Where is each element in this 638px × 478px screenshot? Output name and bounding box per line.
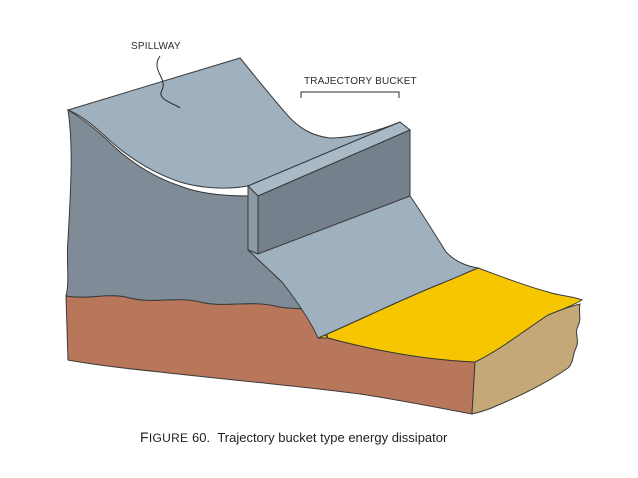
trajectory-bucket-label: TRAJECTORY BUCKET	[304, 76, 417, 87]
figure-word-rest: IGURE	[148, 431, 189, 445]
spillway-label: SPILLWAY	[131, 41, 181, 52]
figure-caption: FIGURE 60. Trajectory bucket type energy…	[140, 429, 620, 445]
downstream-apron	[247, 195, 480, 339]
bucket-end-face	[247, 184, 259, 255]
figure-word-initial: F	[140, 429, 149, 445]
trajectory-bucket-bracket	[300, 91, 400, 98]
caption-text: Trajectory bucket type energy dissipator	[217, 430, 448, 445]
spillway-side-face	[65, 109, 329, 339]
figure-number: 60.	[192, 430, 211, 445]
figure-word: FIGURE	[140, 429, 189, 445]
spillway-leader-line	[156, 55, 181, 109]
